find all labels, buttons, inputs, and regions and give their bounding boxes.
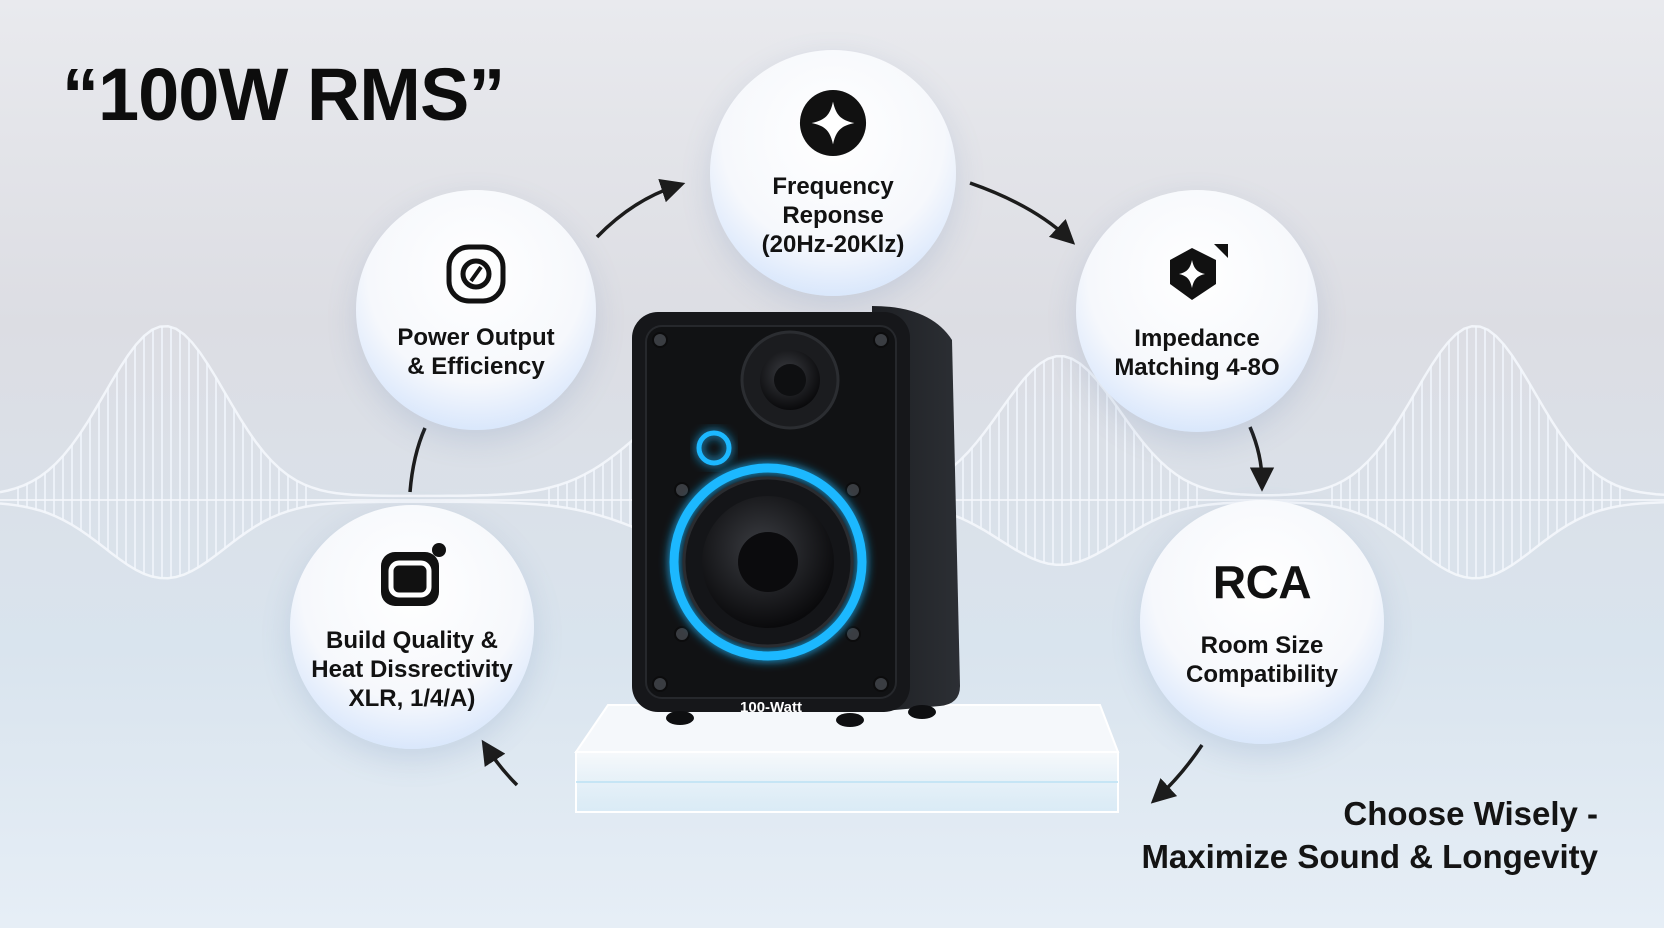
feature-room-size: RCA Room Size Compatibility <box>1140 500 1384 744</box>
feature-power-output: Power Output & Efficiency <box>356 190 596 430</box>
feature-impedance-matching: Impedance Matching 4-8O <box>1076 190 1318 432</box>
feature-label-impedance: Impedance Matching 4-8O <box>1114 325 1280 381</box>
speaker-illustration: 100-Watt <box>570 300 1130 860</box>
feature-label-build: Build Quality & Heat Dissrectivity XLR, … <box>311 626 513 712</box>
shield-sparkle-icon <box>1162 240 1232 310</box>
feature-build-quality: Build Quality & Heat Dissrectivity XLR, … <box>290 505 534 749</box>
feature-label-room: Room Size Compatibility <box>1185 632 1338 688</box>
tagline-line-2: Maximize Sound & Longevity <box>1141 838 1598 875</box>
feature-frequency-response: Frequency Reponse (20Hz-20Klz) <box>710 50 956 296</box>
feature-label-frequency: Frequency Reponse (20Hz-20Klz) <box>761 172 905 258</box>
tagline-line-1: Choose Wisely - <box>1343 795 1598 832</box>
acrylic-stand <box>574 704 1120 813</box>
feature-label-power: Power Output & Efficiency <box>397 324 555 380</box>
speaker-badge: 100-Watt <box>740 699 802 716</box>
headline: “100W RMS” <box>62 53 505 136</box>
device-frame-icon <box>377 542 447 612</box>
rca-label: RCA <box>1212 556 1312 608</box>
tagline: Choose Wisely - Maximize Sound & Longevi… <box>1141 792 1598 878</box>
power-efficiency-icon <box>441 239 511 309</box>
sparkle-icon <box>798 88 868 158</box>
